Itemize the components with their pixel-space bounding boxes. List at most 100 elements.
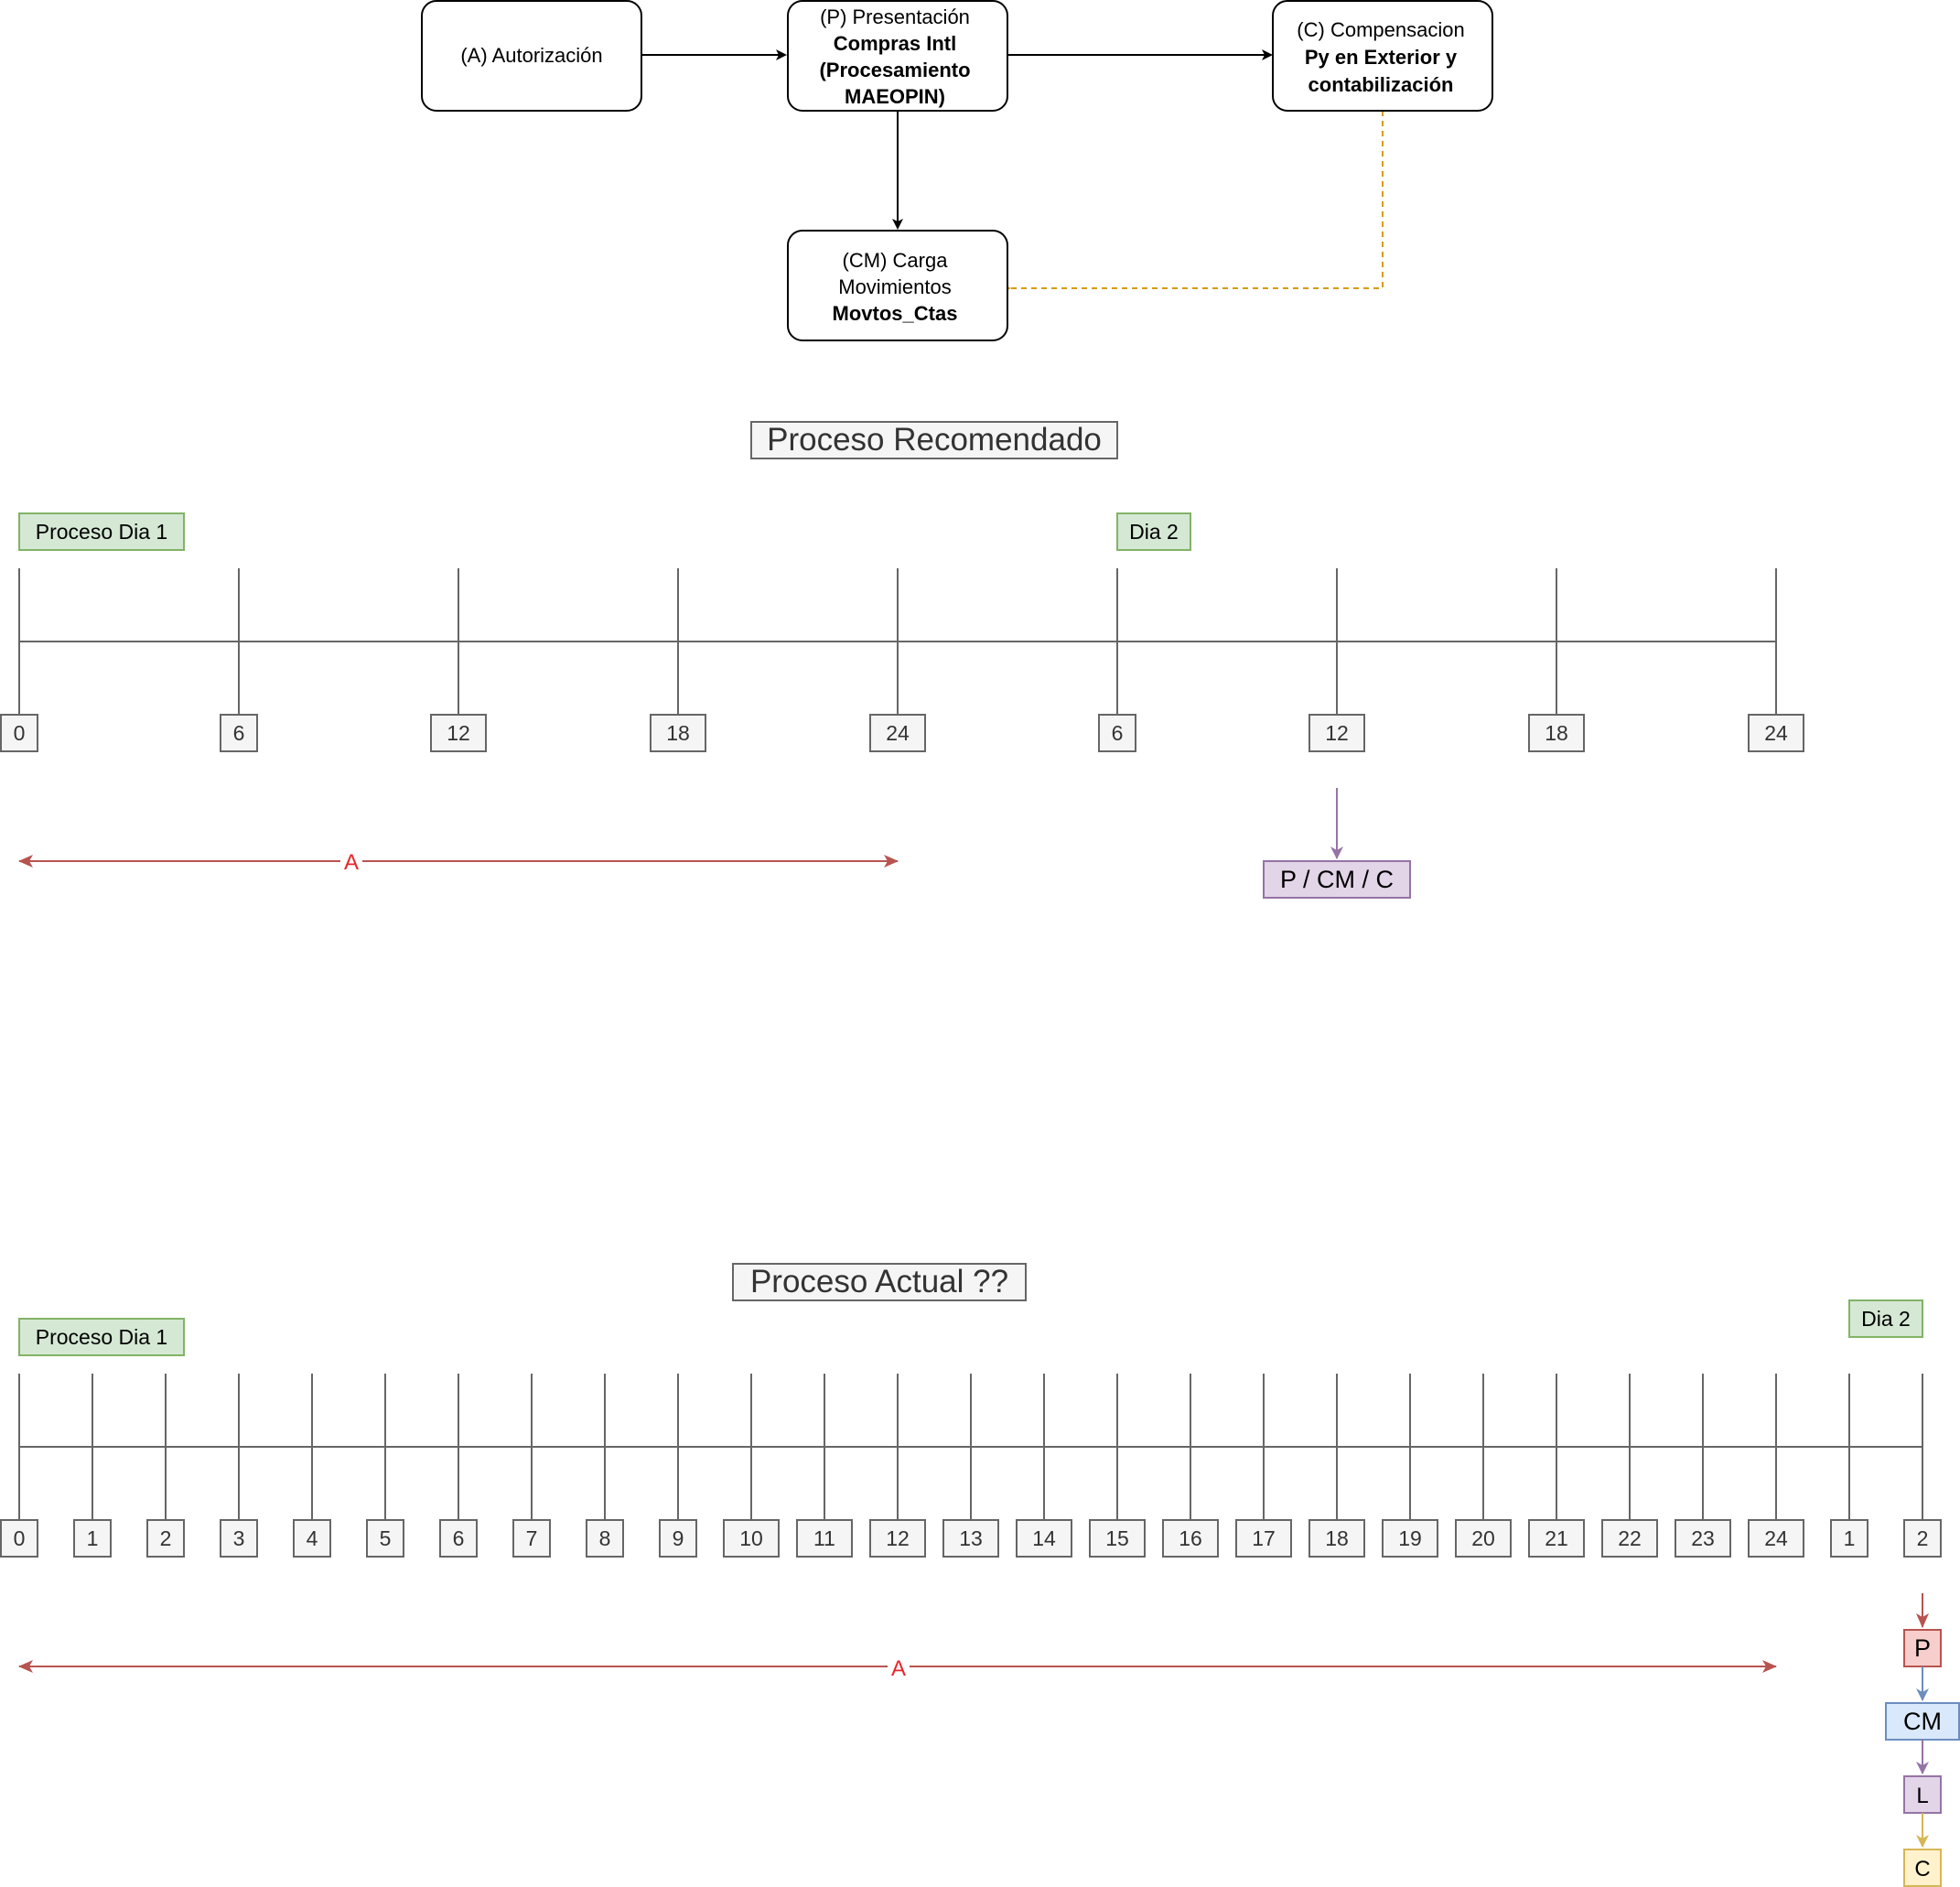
node-label-line: Movtos_Ctas — [833, 302, 958, 325]
current-tick-label-box — [1382, 1519, 1438, 1558]
current-tick-label: 17 — [1252, 1526, 1276, 1550]
current-tick-label-box — [586, 1519, 624, 1558]
current-tick-label: 1 — [1844, 1526, 1856, 1550]
step-l: L — [1903, 1775, 1942, 1814]
current-range-label: A — [891, 1656, 906, 1681]
recommended-tick-label-box — [1308, 714, 1365, 752]
recommended-process-label: P / CM / C — [1280, 866, 1394, 893]
current-tick-label: 21 — [1545, 1526, 1568, 1550]
current-day2-badge: Dia 2 — [1848, 1299, 1923, 1338]
node-autorizacion-label: (A) Autorización — [460, 44, 602, 67]
current-tick-label: 6 — [453, 1526, 465, 1550]
current-tick-label: 18 — [1325, 1526, 1349, 1550]
recommended-range-label: A — [344, 850, 359, 875]
recommended-tick-label: 12 — [447, 721, 470, 745]
current-title: Proceso Actual ?? — [732, 1263, 1027, 1301]
current-tick-label: 5 — [380, 1526, 392, 1550]
current-process: Proceso Actual ?? Proceso Dia 1 Dia 2 0 1… — [0, 1263, 1960, 1887]
current-day2-label: Dia 2 — [1861, 1307, 1911, 1331]
current-tick-label-box — [0, 1519, 38, 1558]
recommended-tick-label-box — [869, 714, 926, 752]
node-label-line: Movimientos — [838, 275, 951, 298]
node-label-line: contabilización — [1308, 73, 1454, 96]
current-tick-label-box — [659, 1519, 697, 1558]
current-tick-label-box — [1903, 1519, 1942, 1558]
recommended-tick-label: 24 — [1764, 721, 1788, 745]
current-tick-label: 11 — [813, 1526, 835, 1550]
recommended-tick-label: 12 — [1325, 721, 1349, 745]
recommended-tick-label: 18 — [1545, 721, 1568, 745]
recommended-range-a: A — [18, 849, 899, 875]
current-tick-label-box — [1089, 1519, 1146, 1558]
current-tick-label: 2 — [1917, 1526, 1929, 1550]
recommended-process: Proceso Recomendado Proceso Dia 1 Dia 2 … — [0, 421, 1804, 899]
recommended-tick-label-box — [430, 714, 487, 752]
current-tick-label-box — [220, 1519, 258, 1558]
current-tick-label-box — [293, 1519, 331, 1558]
node-label-line: (C) Compensacion — [1297, 18, 1464, 41]
current-tick-label: 13 — [959, 1526, 983, 1550]
node-label-line: (CM) Carga — [843, 249, 949, 272]
current-tick-label-box — [1675, 1519, 1731, 1558]
current-tick-label: 15 — [1105, 1526, 1129, 1550]
recommended-process-box: P / CM / C — [1263, 860, 1411, 899]
recommended-tick-label: 0 — [14, 721, 26, 745]
current-tick-label-box — [73, 1519, 112, 1558]
recommended-tick-label-box — [1748, 714, 1804, 752]
current-tick-label-box — [1830, 1519, 1868, 1558]
current-tick-label: 4 — [307, 1526, 318, 1550]
step-p-label: P — [1914, 1634, 1931, 1662]
node-label-line: MAEOPIN) — [845, 85, 945, 108]
current-tick-label-box — [1308, 1519, 1365, 1558]
current-range-a: A — [18, 1655, 1777, 1681]
recommended-tick-label-box — [0, 714, 38, 752]
node-label-line: (A) Autorización — [460, 44, 602, 67]
current-day1-badge: Proceso Dia 1 — [18, 1318, 185, 1356]
node-label-line: Compras Intl — [834, 32, 956, 55]
node-label-line: Py en Exterior y — [1305, 46, 1458, 69]
step-p: P — [1903, 1629, 1942, 1667]
current-tick-label-box — [146, 1519, 185, 1558]
current-tick-label-box — [1235, 1519, 1292, 1558]
current-tick-label: 8 — [599, 1526, 611, 1550]
current-tick-label: 10 — [739, 1526, 763, 1550]
step-cm: CM — [1885, 1702, 1960, 1741]
recommended-day2-badge: Dia 2 — [1116, 512, 1191, 551]
current-tick-label-box — [942, 1519, 999, 1558]
current-tick-label: 0 — [14, 1526, 26, 1550]
current-tick-label: 16 — [1179, 1526, 1202, 1550]
current-tick-label: 12 — [886, 1526, 910, 1550]
current-tick-label-box — [1162, 1519, 1219, 1558]
recommended-tick-label: 6 — [1112, 721, 1124, 745]
node-compensacion-label: (C) Compensacion Py en Exterior y contabil… — [1297, 18, 1464, 96]
current-tick-label-box — [1528, 1519, 1585, 1558]
current-tick-label: 1 — [87, 1526, 99, 1550]
current-tick-label: 19 — [1398, 1526, 1422, 1550]
current-tick-label: 2 — [160, 1526, 172, 1550]
current-tick-label: 23 — [1691, 1526, 1715, 1550]
current-tick-label: 22 — [1618, 1526, 1642, 1550]
current-tick-label-box — [1601, 1519, 1658, 1558]
current-tick-label: 20 — [1471, 1526, 1495, 1550]
step-c-label: C — [1914, 1857, 1930, 1882]
node-label-line: (P) Presentación — [820, 5, 970, 28]
current-tick-label-box — [439, 1519, 478, 1558]
current-tick-label: 3 — [233, 1526, 245, 1550]
current-day1-label: Proceso Dia 1 — [36, 1325, 167, 1349]
step-cm-label: CM — [1903, 1708, 1942, 1735]
current-tick-label-box — [796, 1519, 853, 1558]
recommended-day2-label: Dia 2 — [1129, 520, 1179, 544]
recommended-title: Proceso Recomendado — [750, 421, 1118, 459]
current-tick-label-box — [869, 1519, 926, 1558]
current-tick-label: 7 — [526, 1526, 538, 1550]
recommended-tick-label-box — [650, 714, 706, 752]
recommended-day1-label: Proceso Dia 1 — [36, 520, 167, 544]
